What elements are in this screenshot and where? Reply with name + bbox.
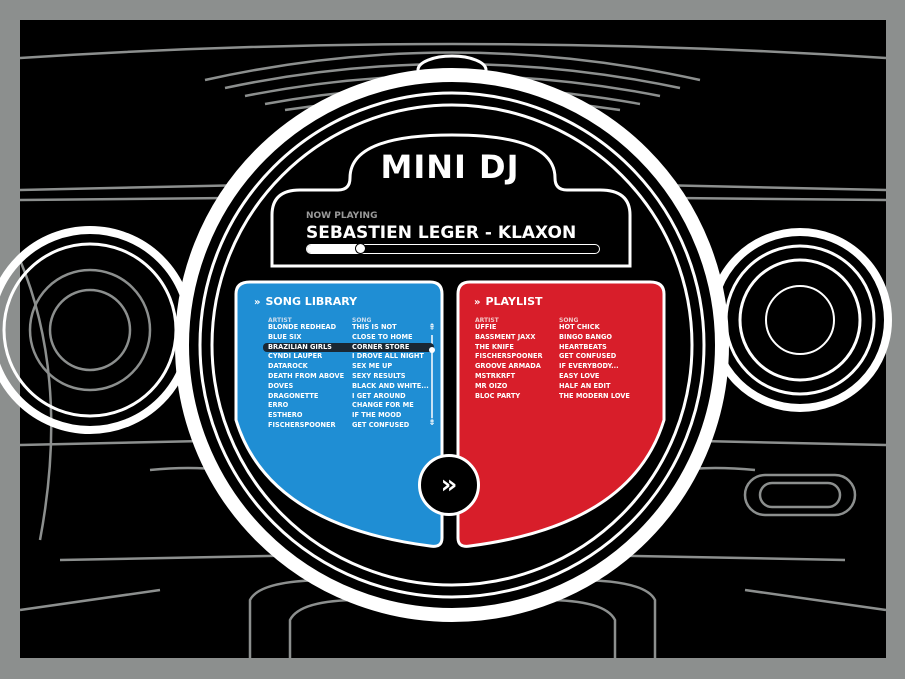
artist-cell: FISCHERSPOONER [475,352,543,361]
song-library-header: » SONG LIBRARY [254,295,357,308]
list-item[interactable]: DRAGONETTE I GET AROUND [268,392,428,402]
artist-cell: GROOVE ARMADA [475,362,541,371]
list-item[interactable]: BLOC PARTY THE MODERN LOVE [475,392,645,402]
artist-cell: ERRO [268,401,289,410]
list-item[interactable]: BRAZILIAN GIRLS CORNER STORE [263,342,434,353]
list-item[interactable]: DEATH FROM ABOVE SEXY RESULTS [268,372,428,382]
song-cell: I DROVE ALL NIGHT [352,352,424,361]
artist-cell: MSTRKRFT [475,371,516,380]
song-library-list: BLONDE REDHEAD THIS IS NOT BLUE SIX CLOSE T… [263,323,434,431]
song-cell: CLOSE TO HOME [352,332,413,341]
song-library-title: SONG LIBRARY [265,295,358,308]
song-cell: IF EVERYBODY... [559,362,619,371]
artist-cell: DOVES [268,381,294,390]
song-cell: THE MODERN LOVE [559,391,630,400]
song-cell: SEXY RESULTS [352,371,406,380]
list-item[interactable]: DOVES BLACK AND WHITE... [268,381,429,392]
list-item[interactable]: MSTRKRFT EASY LOVE [475,372,645,382]
artist-cell: BLOC PARTY [475,391,521,400]
artist-cell: FISCHERSPOONER [268,420,336,429]
song-cell: I GET AROUND [352,391,406,400]
song-cell: HEARTBEATS [559,342,607,351]
app-title: MINI DJ [380,148,520,186]
list-item[interactable]: UFFIE HOT CHICK [475,323,645,333]
list-item[interactable]: FISCHERSPOONER GET CONFUSED [268,421,428,431]
artist-cell: DRAGONETTE [268,391,319,400]
add-to-playlist-button[interactable]: » [418,454,480,516]
playlist-song-column-header: SONG [559,317,579,324]
list-item[interactable]: ESTHERO IF THE MOOD [268,411,428,421]
scroll-up-icon[interactable]: ⇞ [428,323,436,333]
song-cell: BINGO BANGO [559,332,612,341]
library-song-column-header: SONG [352,317,372,324]
double-chevron-right-icon: » [440,470,458,500]
artist-cell: BLUE SIX [268,332,302,341]
artist-cell: CYNDI LAUPER [268,352,323,361]
song-cell: THIS IS NOT [352,323,397,331]
song-cell: CHANGE FOR ME [352,401,414,410]
playlist-panel-shape [456,280,666,548]
library-artist-column-header: ARTIST [268,317,292,324]
song-cell: CORNER STORE [352,342,410,351]
song-cell: HALF AN EDIT [559,381,611,390]
now-playing-label: NOW PLAYING [306,211,378,221]
song-cell: GET CONFUSED [352,420,410,429]
list-item[interactable]: CYNDI LAUPER I DROVE ALL NIGHT [268,352,428,362]
playlist-header: » PLAYLIST [474,295,543,308]
list-item[interactable]: FISCHERSPOONER GET CONFUSED [475,352,645,362]
library-scroll-thumb[interactable] [429,346,435,353]
list-item[interactable]: GROOVE ARMADA IF EVERYBODY... [475,362,645,372]
playlist-artist-column-header: ARTIST [475,317,499,324]
artist-cell: DATAROCK [268,362,308,371]
artist-cell: DEATH FROM ABOVE [268,371,345,380]
artist-cell: BRAZILIAN GIRLS [268,342,332,351]
song-cell: GET CONFUSED [559,352,617,361]
artist-cell: UFFIE [475,323,497,331]
artist-cell: THE KNIFE [475,342,514,351]
playback-progress-bar[interactable] [306,243,600,254]
chevron-right-icon: » [474,297,481,308]
list-item[interactable]: THE KNIFE HEARTBEATS [475,343,645,353]
artist-cell: MR OIZO [475,381,508,390]
song-cell: HOT CHICK [559,323,600,331]
chevron-right-icon: » [254,297,261,308]
song-cell: IF THE MOOD [352,411,402,420]
song-cell: SEX ME UP [352,362,393,371]
song-cell: BLACK AND WHITE... [352,381,429,390]
list-item[interactable]: BLONDE REDHEAD THIS IS NOT [268,323,428,333]
artist-cell: ESTHERO [268,411,303,420]
playlist-list: UFFIE HOT CHICK BASSMENT JAXX BINGO BANGO TH… [475,323,645,401]
list-item[interactable]: ERRO CHANGE FOR ME [268,401,428,411]
playlist-title: PLAYLIST [485,295,543,308]
list-item[interactable]: MR OIZO HALF AN EDIT [475,382,645,392]
artist-cell: BLONDE REDHEAD [268,323,337,331]
scroll-down-icon[interactable]: ⇟ [428,418,436,428]
list-item[interactable]: BASSMENT JAXX BINGO BANGO [475,333,645,343]
artist-cell: BASSMENT JAXX [475,332,536,341]
playback-scrubber-handle[interactable] [354,243,366,254]
song-cell: EASY LOVE [559,371,600,380]
playback-progress-fill [307,245,360,253]
list-item[interactable]: BLUE SIX CLOSE TO HOME [268,333,428,343]
now-playing-track: SEBASTIEN LEGER - KLAXON [306,223,577,243]
list-item[interactable]: DATAROCK SEX ME UP [268,362,428,372]
